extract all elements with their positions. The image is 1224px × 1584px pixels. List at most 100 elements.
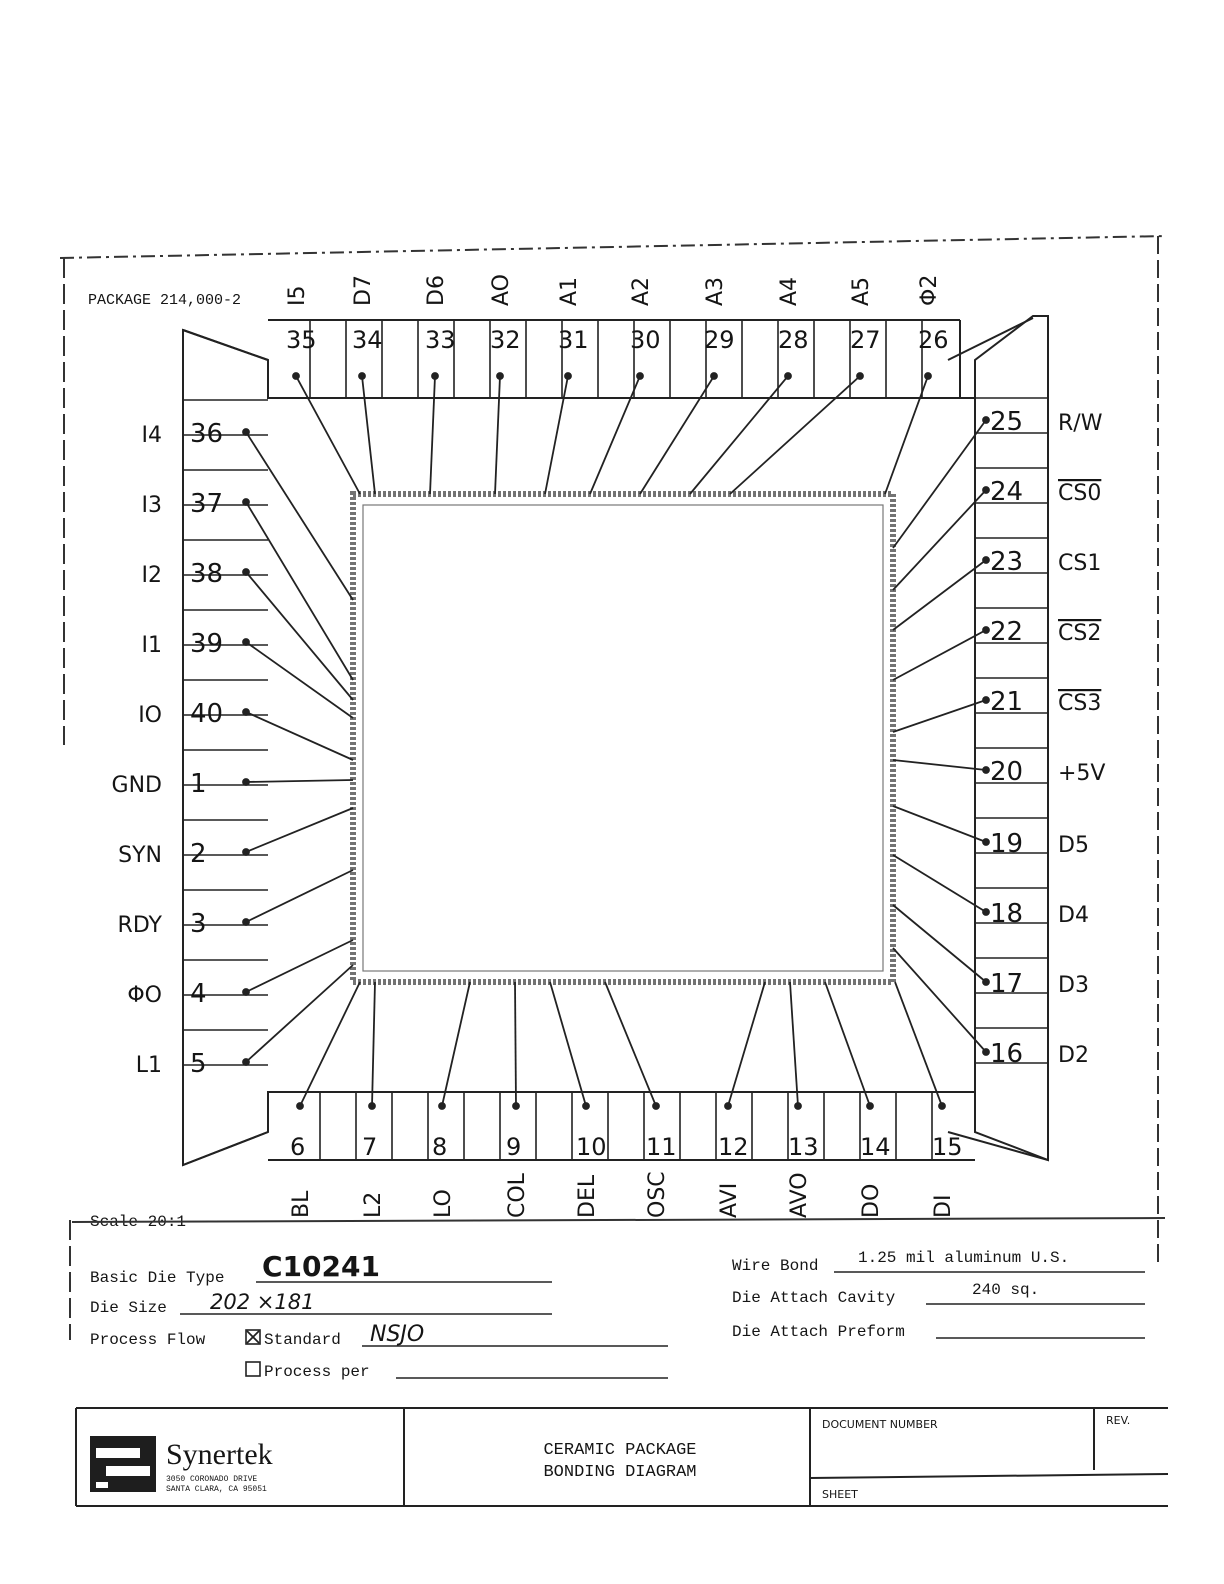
wire-bond-label: Wire Bond [732,1257,818,1275]
standard-label: Standard [264,1331,341,1349]
bond-point-36 [242,428,250,436]
sheet-label: SHEET [822,1488,858,1501]
process-per-label: Process per [264,1363,370,1381]
bond-point-38 [242,568,250,576]
bond-point-4 [242,988,250,996]
bond-wire-13 [789,981,799,1107]
pin-signal-37: I3 [142,493,163,518]
bond-point-12 [724,1102,732,1110]
bond-wire-40 [245,711,354,761]
bond-wire-32 [494,375,501,495]
pin-number-39: 39 [190,629,223,659]
pin-signal-38: I2 [142,563,163,588]
bond-wire-31 [544,375,569,495]
bond-wire-24 [892,489,987,591]
pin-signal-19: D5 [1058,833,1089,858]
pin-number-8: 8 [432,1133,447,1161]
bond-point-30 [636,372,644,380]
bond-wire-36 [245,431,354,601]
basic-die-type-value: C10241 [262,1250,380,1283]
die-inner-edge [362,504,884,972]
bond-point-40 [242,708,250,716]
bond-point-22 [982,626,990,634]
standard-checkbox [245,1329,261,1345]
right-finger-lines [975,397,1048,1064]
bond-wire-15 [894,981,943,1107]
bond-wire-28 [689,375,789,495]
bond-point-8 [438,1102,446,1110]
bond-wire-12 [727,981,766,1107]
bond-wire-20 [892,759,987,771]
pin-signal-9: COL [505,1172,530,1218]
pin-signal-8: LO [431,1189,456,1218]
rev-label: REV. [1106,1414,1130,1427]
pin-signal-2: SYN [118,843,162,868]
bond-wire-34 [361,375,376,495]
pin-number-5: 5 [190,1049,207,1079]
bond-point-23 [982,556,990,564]
bond-wire-30 [589,375,641,495]
die-size-value: 202 ×181 [210,1290,314,1314]
pin-number-30: 30 [630,326,661,354]
pin-number-11: 11 [646,1133,677,1161]
pin-signal-4: ΦO [127,983,162,1008]
company-address-line2: SANTA CLARA, CA 95051 [166,1485,267,1494]
bond-wire-2 [245,807,354,853]
bond-point-18 [982,908,990,916]
bond-wire-6 [299,981,361,1107]
bond-wire-11 [604,981,657,1107]
bond-point-32 [496,372,504,380]
bond-wire-37 [245,501,354,681]
title-block [75,1407,1169,1507]
pin-number-9: 9 [506,1133,521,1161]
process-per-checkbox [245,1361,261,1377]
bond-point-24 [982,486,990,494]
pin-number-13: 13 [788,1133,819,1161]
pin-signal-3: RDY [118,913,163,938]
die-attach-cavity-label: Die Attach Cavity [732,1289,896,1307]
pin-signal-34: D7 [351,275,376,306]
document-number-label: DOCUMENT NUMBER [822,1418,938,1431]
pin-signal-28: A4 [777,277,802,306]
bond-point-26 [924,372,932,380]
pin-signal-7: L2 [361,1192,386,1218]
standard-check-mark [246,1330,260,1344]
die-outline [350,491,896,985]
document-title-line1: CERAMIC PACKAGE [543,1441,696,1460]
pin-number-34: 34 [352,326,383,354]
bond-point-14 [866,1102,874,1110]
pin-signal-21: CS3 [1058,691,1101,716]
bond-point-35 [292,372,300,380]
process-flow-label: Process Flow [90,1331,206,1349]
pin-number-18: 18 [990,899,1023,929]
pin-number-10: 10 [576,1133,607,1161]
pin-number-2: 2 [190,839,207,869]
bond-wire-22 [892,629,987,681]
pin-signal-29: A3 [703,277,728,306]
pin-signal-15: DI [931,1195,956,1218]
bond-point-20 [982,766,990,774]
pin-number-23: 23 [990,547,1023,577]
company-address-line1: 3050 CORONADO DRIVE [166,1475,257,1484]
pin-signal-35: I5 [285,286,310,307]
bond-wire-25 [892,419,987,549]
sheet-border [59,235,1166,1340]
left-finger-lines [183,399,268,1066]
bond-point-11 [652,1102,660,1110]
bond-wire-10 [549,981,587,1107]
pin-signal-1: GND [112,773,162,798]
pin-signal-24: CS0 [1058,481,1101,506]
pin-number-24: 24 [990,477,1023,507]
pin-number-40: 40 [190,699,223,729]
pin-signal-18: D4 [1058,903,1089,928]
pin-signal-20: +5V [1058,761,1105,786]
pin-signal-13: AVO [787,1172,812,1218]
pin-number-29: 29 [704,326,735,354]
bond-wire-8 [441,981,471,1107]
pin-number-14: 14 [860,1133,891,1161]
bond-wire-27 [729,375,861,495]
pin-number-22: 22 [990,617,1023,647]
pin-signal-6: BL [289,1190,314,1218]
pin-signal-26: Φ2 [917,275,942,306]
